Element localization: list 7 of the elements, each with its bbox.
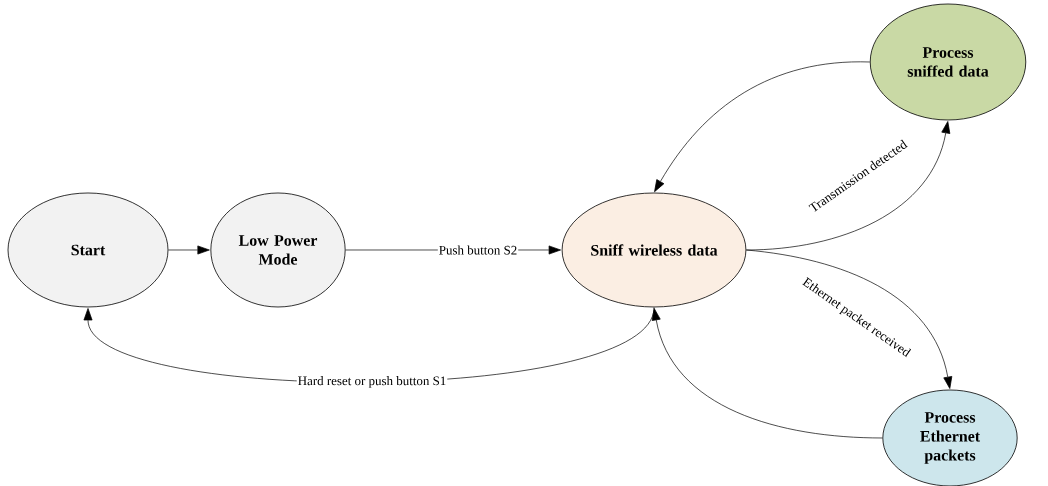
arrow — [654, 61, 871, 192]
arrow — [746, 249, 953, 389]
arrow — [168, 245, 210, 255]
arrow — [651, 308, 883, 439]
arrow — [746, 121, 951, 251]
edge-label: Push button S2 — [437, 244, 519, 256]
edge-label: Hard reset or push button S1 — [296, 375, 448, 389]
